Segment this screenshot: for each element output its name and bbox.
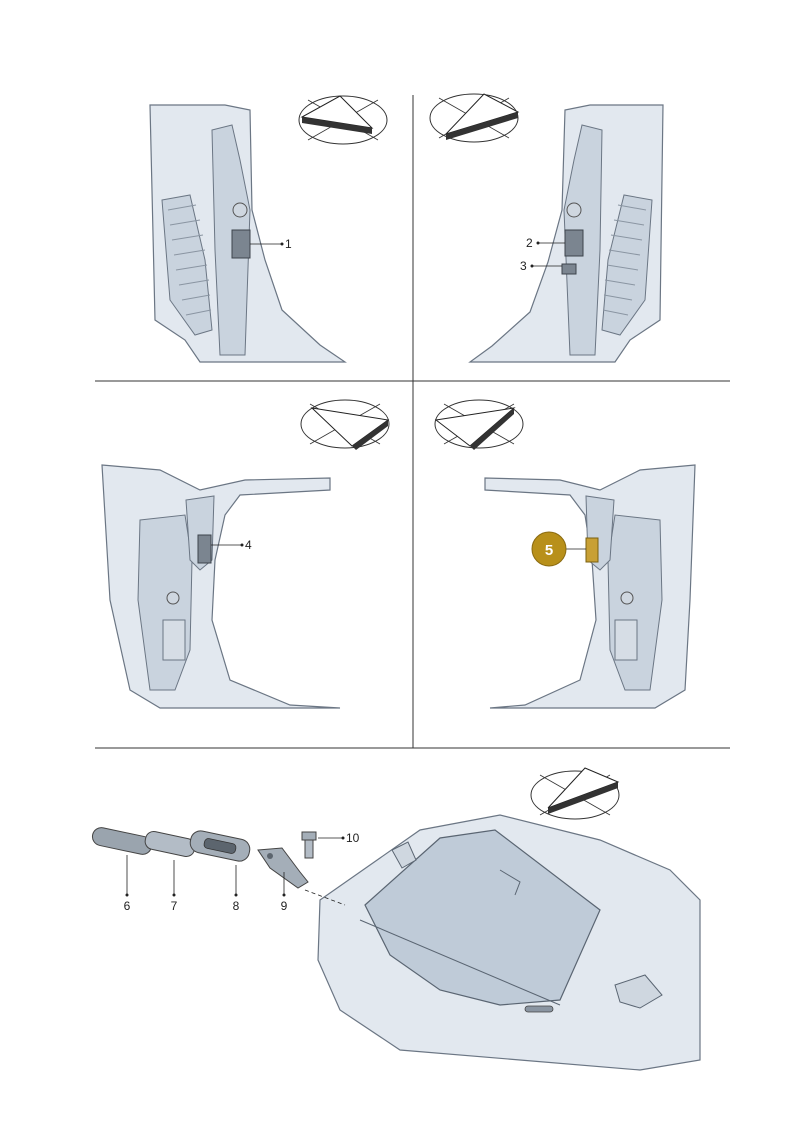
lock-striker — [614, 619, 638, 661]
callout-9: 9 — [281, 899, 288, 913]
panel-bottom: 6 7 8 9 10 — [91, 767, 701, 1071]
part-6-cover — [91, 827, 153, 855]
part-4-label-plate — [197, 534, 212, 564]
latch-bolt — [620, 591, 634, 605]
windshield — [364, 829, 601, 1006]
part-8-window — [203, 838, 237, 854]
callout-5: 5 — [545, 542, 553, 559]
part-7-seal — [144, 830, 196, 858]
vin-window-plate — [524, 1005, 554, 1013]
leader-dot-2 — [536, 241, 540, 245]
pillar-inner — [211, 124, 251, 356]
panel-top-left: 1 — [149, 95, 388, 363]
assembly-line — [304, 889, 346, 906]
leader-dot-6 — [125, 893, 129, 897]
latch-bolt — [166, 591, 180, 605]
leader-dot-8 — [234, 893, 238, 897]
orientation-arrow-icon — [429, 93, 520, 143]
part-2-label-plate — [564, 229, 584, 257]
orientation-arrow-icon — [434, 399, 524, 450]
leader-dot-3 — [530, 264, 534, 268]
part-9-hole — [267, 853, 273, 859]
door-seal — [601, 194, 653, 336]
side-mirror-right — [614, 974, 663, 1009]
orientation-arrow-icon — [530, 767, 620, 820]
rear-panel — [607, 514, 663, 691]
c-pillar-body — [101, 464, 341, 709]
orientation-arrow-icon — [298, 95, 388, 145]
callout-2: 2 — [526, 236, 533, 250]
rear-panel — [137, 514, 193, 691]
part-9-bracket — [257, 847, 309, 889]
door-seal — [161, 194, 213, 336]
callout-8: 8 — [233, 899, 240, 913]
callout-badge-5 — [531, 531, 567, 567]
part-1-label-plate — [231, 229, 251, 259]
callout-6: 6 — [124, 899, 131, 913]
leader-dot-7 — [172, 893, 176, 897]
leader-dot-10 — [341, 836, 345, 840]
panel-middle-right: 5 — [434, 399, 696, 709]
callout-4: 4 — [245, 538, 252, 552]
leader-dot-9 — [282, 893, 286, 897]
mirror-mount — [499, 869, 521, 896]
grille-lines — [602, 204, 647, 316]
striker-bolt — [232, 202, 248, 218]
striker-bolt — [566, 202, 582, 218]
callout-10: 10 — [346, 831, 360, 845]
wiper-cowl — [359, 919, 561, 1006]
part-10-screw-shaft — [304, 839, 314, 859]
side-mirror-left — [391, 841, 417, 869]
callout-1: 1 — [285, 237, 292, 251]
part-3-label-plate — [561, 263, 577, 275]
callout-3: 3 — [520, 259, 527, 273]
leader-dot-1 — [280, 242, 284, 246]
callout-7: 7 — [171, 899, 178, 913]
grille-lines — [167, 204, 212, 316]
part-5-label-plate-highlighted — [585, 537, 599, 563]
panel-middle-left: 4 — [101, 399, 390, 709]
leader-dot-4 — [240, 543, 244, 547]
panel-top-right: 2 3 — [429, 93, 664, 363]
orientation-arrow-icon — [300, 399, 390, 450]
lock-striker — [162, 619, 186, 661]
part-10-screw-head — [301, 831, 317, 841]
